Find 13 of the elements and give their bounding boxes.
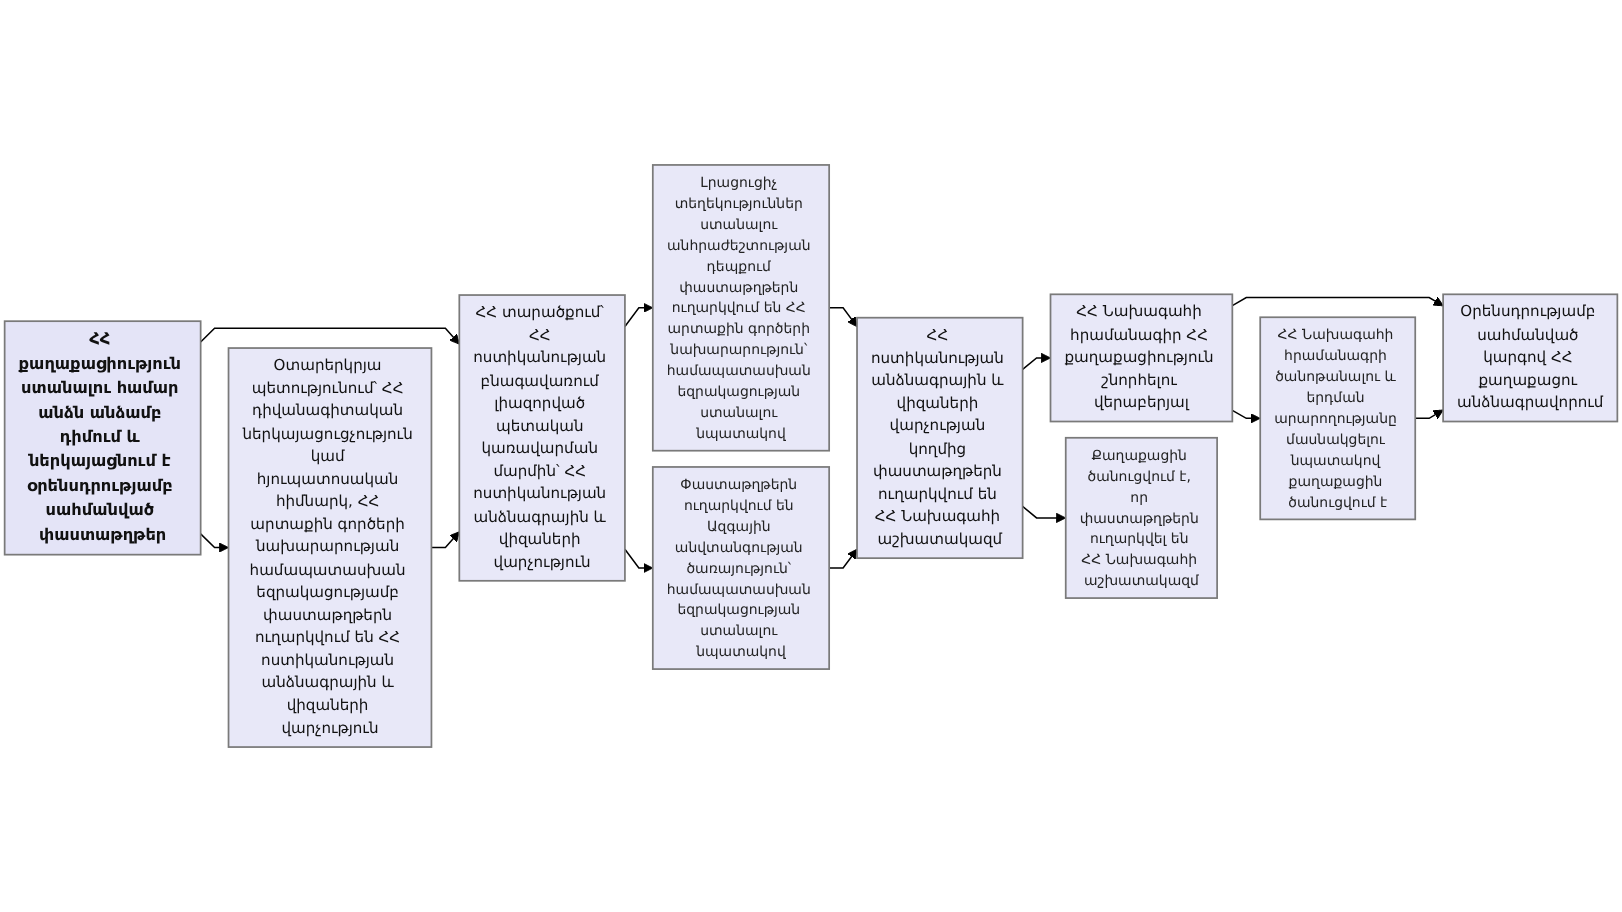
arrow	[199, 327, 460, 345]
arrow	[430, 531, 460, 549]
arrow	[1021, 505, 1067, 524]
arrow	[624, 302, 654, 328]
arrow	[1414, 409, 1444, 420]
arrow	[199, 533, 229, 553]
arrow	[828, 548, 858, 569]
arrow	[624, 548, 654, 574]
arrow	[1231, 409, 1261, 424]
process-box: ՀՀ քաղաքացիություն ստանալու համար անձն անձամբ դիմում և ներկայացնում է օրենսդրությամբ սահմանված փաստաթղթեր	[3, 320, 202, 556]
arrow	[828, 307, 858, 328]
arrow	[1021, 352, 1051, 371]
arrow	[1231, 296, 1444, 307]
